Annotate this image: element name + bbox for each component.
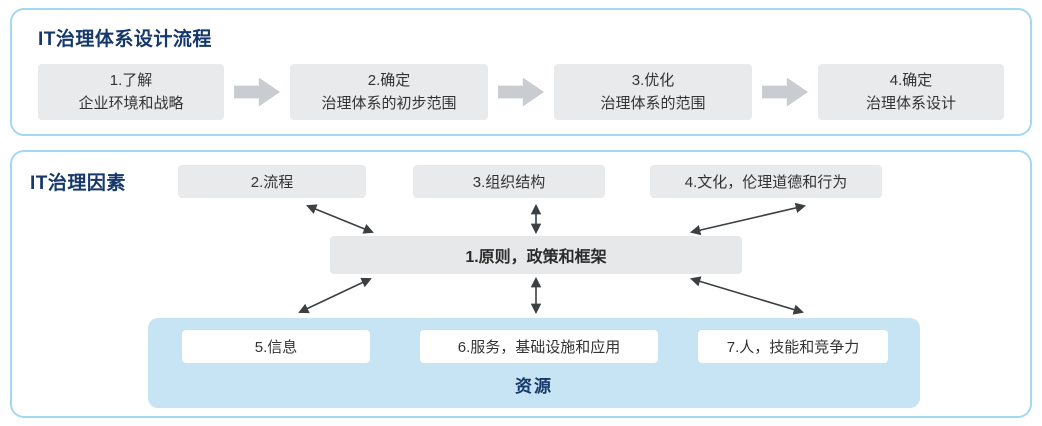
step-line: 治理体系的初步范围	[321, 95, 457, 112]
process-panel-title: IT治理体系设计流程	[38, 29, 212, 50]
process-flow-row: 1.了解 企业环境和战略 2.确定 治理体系的初步范围 3.优化 治理体系的范围…	[38, 64, 1004, 120]
factor-org-structure: 3.组织结构	[413, 165, 605, 198]
step-line: 4.确定	[889, 71, 933, 89]
process-step-2: 2.确定 治理体系的初步范围	[290, 64, 488, 120]
step-line: 企业环境和战略	[78, 95, 184, 112]
flow-arrow-icon	[498, 77, 544, 107]
process-panel: IT治理体系设计流程 1.了解 企业环境和战略 2.确定 治理体系的初步范围 3…	[10, 8, 1032, 136]
process-step-1: 1.了解 企业环境和战略	[38, 64, 224, 120]
resources-label: 资源	[515, 377, 553, 396]
factors-panel: IT治理因素 2.流程 3.组织结构 4.文化，伦理道德和行为 1.原则，政策和…	[10, 150, 1032, 418]
step-line: 1.了解	[109, 71, 153, 89]
factors-panel-title: IT治理因素	[30, 173, 126, 194]
resource-information: 5.信息	[182, 330, 370, 363]
factor-principles-policies: 1.原则，政策和框架	[330, 236, 742, 274]
resource-people-skills: 7.人，技能和竞争力	[698, 330, 888, 363]
factor-process: 2.流程	[178, 165, 366, 198]
step-line: 治理体系的范围	[600, 95, 706, 112]
step-line: 3.优化	[631, 71, 675, 89]
step-line: 2.确定	[367, 71, 411, 89]
flow-arrow-icon	[762, 77, 808, 107]
step-line: 治理体系设计	[865, 95, 956, 112]
flow-arrow-icon	[234, 77, 280, 107]
factor-culture-ethics: 4.文化，伦理道德和行为	[650, 165, 882, 198]
process-step-3: 3.优化 治理体系的范围	[554, 64, 752, 120]
resources-area: 5.信息 6.服务，基础设施和应用 7.人，技能和竞争力 资源	[148, 318, 920, 408]
resource-services-infrastructure: 6.服务，基础设施和应用	[420, 330, 658, 363]
process-step-4: 4.确定 治理体系设计	[818, 64, 1004, 120]
